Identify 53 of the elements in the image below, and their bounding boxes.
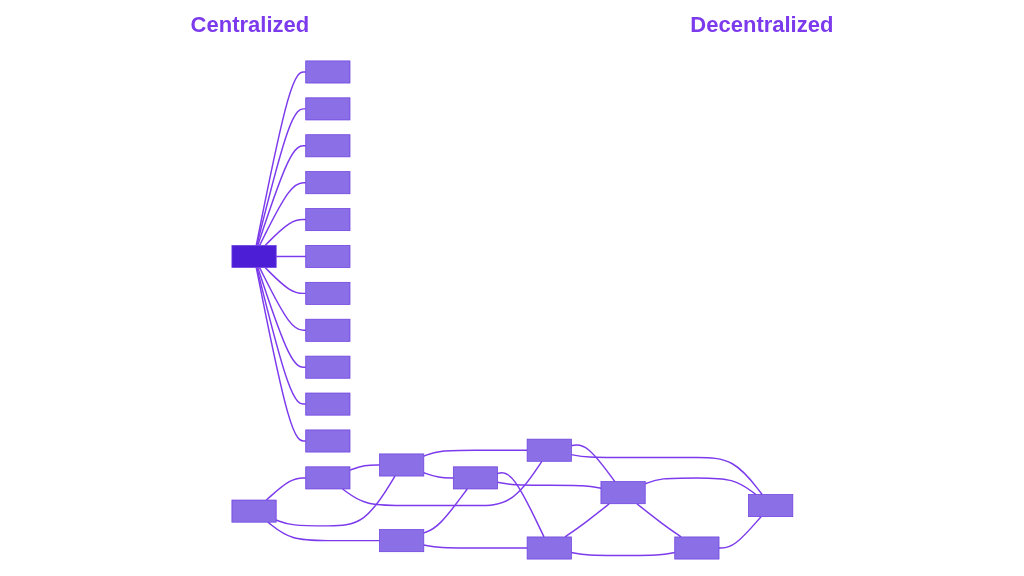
connector-line <box>422 472 454 479</box>
connector-line <box>275 255 307 258</box>
cube-node <box>304 171 350 195</box>
connector-line <box>256 266 307 368</box>
cube-node <box>452 466 498 490</box>
connector-line <box>258 181 307 247</box>
connector-line <box>255 108 307 247</box>
connector-line <box>256 145 307 247</box>
cube-node <box>600 481 646 505</box>
connector-line <box>635 503 682 538</box>
connector-line <box>422 488 468 534</box>
cube-node <box>304 245 350 268</box>
connector-line <box>255 266 307 405</box>
connector-line <box>644 477 757 496</box>
cube-node <box>304 134 350 158</box>
cube-node <box>304 392 350 416</box>
connector-line <box>264 266 307 295</box>
connector-line <box>255 266 307 442</box>
diagram-heading: Centralized <box>190 12 310 38</box>
cube-node <box>747 494 793 517</box>
connector-line <box>570 551 676 557</box>
connector-line <box>265 477 307 501</box>
connector-line <box>717 515 762 549</box>
cube-node <box>231 245 277 268</box>
cube-node <box>304 429 350 453</box>
cube-node <box>526 438 572 462</box>
diagram-heading: Decentralized <box>690 12 834 38</box>
cube-node <box>304 281 350 305</box>
cube-node <box>526 536 572 560</box>
connector-line <box>563 503 610 538</box>
connector-line <box>570 453 763 496</box>
connector-line <box>496 481 602 489</box>
cube-node <box>378 529 424 553</box>
cube-node <box>304 60 350 84</box>
connector-line <box>255 71 307 247</box>
connector-line <box>266 521 380 542</box>
cube-node <box>231 499 277 523</box>
connector-line <box>348 464 380 471</box>
cube-node <box>304 466 350 490</box>
cube-node <box>304 355 350 379</box>
connector-line <box>341 460 543 507</box>
cube-node <box>304 97 350 121</box>
cube-node <box>378 453 424 477</box>
connector-line <box>422 449 528 457</box>
connector-line <box>496 471 545 538</box>
connector-line <box>275 475 396 527</box>
connector-line <box>570 444 616 483</box>
connector-line <box>258 266 307 332</box>
connector-line <box>264 218 307 247</box>
cube-node <box>674 536 719 560</box>
cube-node <box>304 318 350 342</box>
connector-line <box>422 544 528 549</box>
cube-node <box>304 208 350 231</box>
